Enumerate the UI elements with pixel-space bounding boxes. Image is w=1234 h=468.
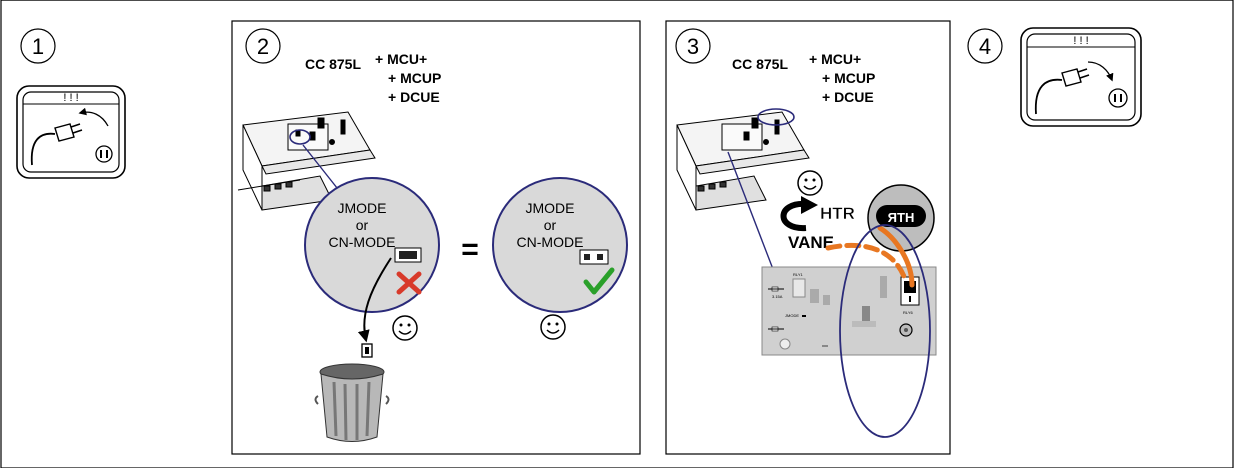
htr-label: HTR <box>820 204 855 223</box>
controller-tray <box>676 111 810 211</box>
htr-mirrored-label: HTR <box>887 210 914 225</box>
move-arrow <box>780 200 807 232</box>
step-1: 1 ! ! ! <box>16 28 126 179</box>
step-number: 4 <box>979 34 991 59</box>
step-number-circle <box>20 28 56 64</box>
option-dcue: + DCUE <box>388 89 440 105</box>
jumper-label-line2: or <box>356 217 369 233</box>
model-label: CC 875L <box>305 56 361 72</box>
jumper-label-line3: CN-MODE <box>329 234 396 250</box>
relay-zoom-oval <box>839 224 931 438</box>
trash-bin-icon <box>314 363 390 442</box>
jumper-label-line1: JMODE <box>338 200 387 216</box>
step-4: 4 ! ! ! <box>967 27 1142 127</box>
option-mcu-plus: + MCU+ <box>375 51 427 67</box>
jumper-label-line1: JMODE <box>526 200 575 216</box>
cross-icon <box>396 271 422 295</box>
unplug-icon: ! ! ! <box>16 85 126 179</box>
jumper-label-line2: or <box>544 217 557 233</box>
smiley-icon <box>392 315 418 341</box>
step-2: 2 CC 875L + MCU+ + MCUP + DCUE JMODE or <box>231 20 641 455</box>
jumper-label-line3: CN-MODE <box>517 234 584 250</box>
option-mcu-plus: + MCU+ <box>809 51 861 67</box>
equals-sign: = <box>461 233 479 266</box>
fuse-label: 3.15A <box>772 294 783 299</box>
rly6-label: RLY6 <box>903 310 913 315</box>
plug-in-icon: ! ! ! <box>1020 27 1142 127</box>
option-mcup: + MCUP <box>388 70 441 86</box>
step-number: 2 <box>257 34 269 59</box>
step-number: 3 <box>687 34 699 59</box>
model-label: CC 875L <box>732 56 788 72</box>
pcb-board: RLY1 3.15A JMODE RLY6 <box>761 266 937 356</box>
jumper-highlight-oval <box>289 129 311 145</box>
step-number: 1 <box>32 34 44 59</box>
vane-label: VANE <box>788 233 834 252</box>
step-3: 3 CC 875L + MCU+ + MCUP + DCUE <box>665 20 951 455</box>
warning-label: ! ! ! <box>63 92 78 104</box>
check-icon <box>583 267 615 295</box>
relay-highlight-oval <box>757 108 795 126</box>
jmode-label: JMODE <box>785 313 799 318</box>
jumper-pins-open <box>579 249 609 265</box>
vane-wire <box>825 242 909 285</box>
rly1-label: RLY1 <box>793 272 803 277</box>
warning-label: ! ! ! <box>1073 35 1088 47</box>
smiley-icon <box>797 170 823 196</box>
option-dcue: + DCUE <box>822 89 874 105</box>
remove-arrow <box>357 257 392 343</box>
controller-tray <box>237 111 376 211</box>
jumper-removed-magnifier <box>492 177 628 313</box>
htr-wire <box>877 225 915 288</box>
smiley-icon <box>540 314 566 340</box>
option-mcup: + MCUP <box>822 70 875 86</box>
